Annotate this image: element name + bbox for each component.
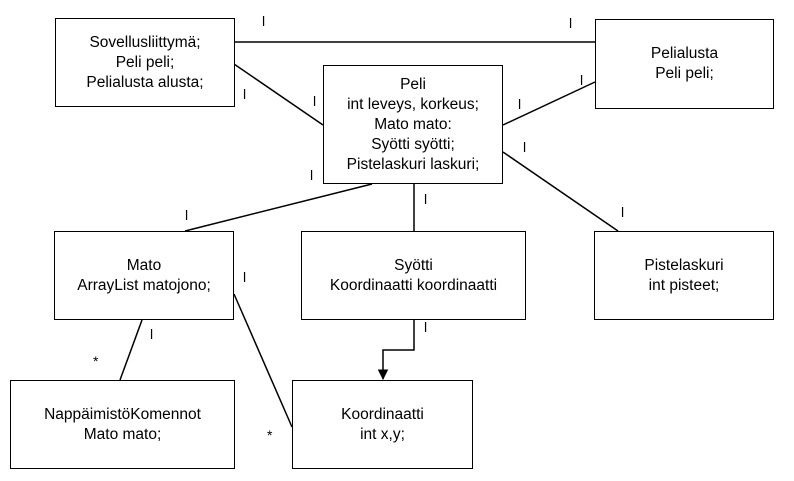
class-pistelaskuri: Pistelaskuri int pisteet; bbox=[594, 231, 774, 320]
class-line: int x,y; bbox=[360, 425, 405, 443]
assoc-mato-koordinaatti bbox=[233, 293, 293, 428]
class-line: Pelialusta alusta; bbox=[86, 73, 204, 91]
multiplicity-one: l bbox=[243, 86, 247, 102]
class-line: Peli peli; bbox=[115, 53, 175, 71]
class-line: Peli peli; bbox=[655, 65, 714, 82]
multiplicity-many: * bbox=[93, 353, 99, 369]
class-line: NappäimistöKomennot bbox=[44, 405, 201, 423]
class-line: Peli bbox=[400, 75, 426, 93]
class-peli: Peli int leveys, korkeus; Mato mato: Syö… bbox=[323, 65, 503, 184]
multiplicity-one: l bbox=[243, 269, 247, 285]
multiplicity-one: l bbox=[150, 326, 154, 342]
multiplicity-one: l bbox=[424, 191, 428, 207]
class-line: Sovellusliittymä; bbox=[89, 33, 201, 51]
multiplicity-one: l bbox=[185, 207, 189, 223]
class-syotti: Syötti Koordinaatti koordinaatti bbox=[301, 231, 526, 320]
multiplicity-one: l bbox=[621, 204, 625, 220]
multiplicity-one: l bbox=[262, 13, 266, 29]
assoc-peli-mato bbox=[184, 183, 373, 232]
class-sovellusliittyma: Sovellusliittymä; Peli peli; Pelialusta … bbox=[55, 18, 235, 107]
multiplicity-one: l bbox=[310, 167, 314, 183]
class-line: Pistelaskuri laskuri; bbox=[346, 155, 480, 173]
multiplicity-one: l bbox=[569, 15, 573, 31]
multiplicity-many: * bbox=[267, 427, 273, 443]
class-line: Syötti syötti; bbox=[371, 135, 455, 153]
class-line: Mato mato; bbox=[83, 425, 162, 443]
class-nappaimistokomennot: NappäimistöKomennot Mato mato; bbox=[10, 380, 235, 469]
class-line: Koordinaatti bbox=[341, 405, 424, 423]
assoc-peli-pistelaskuri bbox=[502, 151, 619, 232]
class-line: Mato mato: bbox=[374, 115, 452, 133]
class-line: Pelialusta bbox=[650, 45, 719, 62]
class-pelialusta: Pelialusta Peli peli; bbox=[595, 19, 774, 109]
multiplicity-one: l bbox=[580, 72, 584, 88]
multiplicity-one: l bbox=[523, 139, 527, 155]
assoc-pelialusta-peli bbox=[502, 81, 596, 126]
class-line: Syötti bbox=[394, 256, 433, 274]
class-line: Mato bbox=[126, 256, 162, 274]
class-line: int pisteet; bbox=[648, 276, 720, 294]
class-line: Pistelaskuri bbox=[644, 256, 724, 274]
multiplicity-one: l bbox=[518, 96, 522, 112]
assoc-sovellusliittyma-peli bbox=[233, 63, 324, 126]
assoc-mato-nappaimisto bbox=[119, 319, 143, 381]
class-koordinaatti: Koordinaatti int x,y; bbox=[292, 380, 473, 469]
multiplicity-one: l bbox=[313, 93, 317, 109]
class-line: int leveys, korkeus; bbox=[347, 95, 479, 113]
multiplicity-one: l bbox=[424, 319, 428, 335]
syotti-koordinaatti-arrow bbox=[377, 320, 415, 381]
class-line: Koordinaatti koordinaatti bbox=[329, 276, 498, 294]
class-mato: Mato ArrayList matojono; bbox=[54, 231, 234, 320]
class-line: ArrayList matojono; bbox=[77, 276, 211, 294]
